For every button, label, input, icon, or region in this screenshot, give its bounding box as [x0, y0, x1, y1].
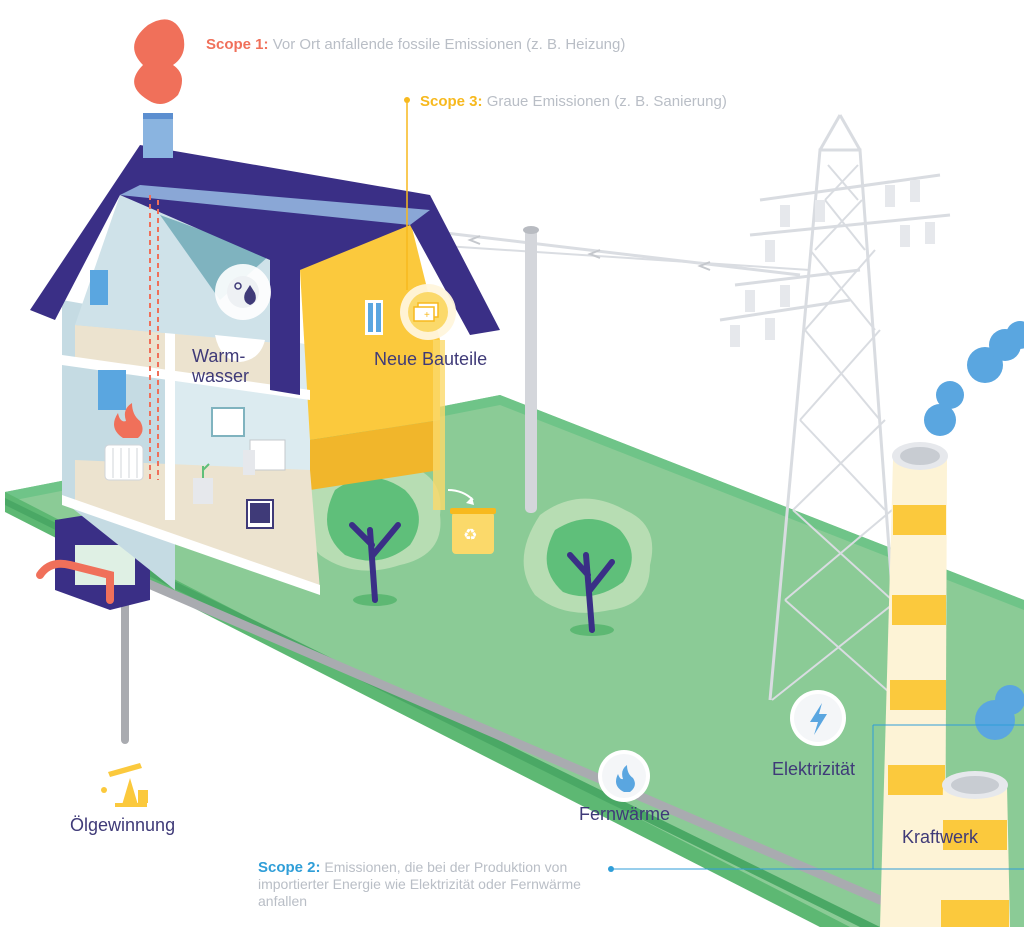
- scope2-text: Emissionen, die bei der Produktion von i…: [258, 859, 581, 909]
- power-pole: [523, 226, 539, 513]
- power-lines: [419, 228, 811, 277]
- label-warmwasser: Warm- wasser: [192, 346, 249, 386]
- scope3-connector: [404, 97, 410, 290]
- svg-text:♻: ♻: [463, 525, 477, 544]
- scope1-key: Scope 1:: [206, 36, 269, 53]
- tree-icon: [523, 498, 653, 636]
- label-elektrizitaet: Elektrizität: [772, 759, 856, 779]
- house: +: [30, 113, 500, 595]
- flame-icon: [598, 750, 650, 802]
- new-parts-icon: +: [400, 284, 456, 340]
- radiator-icon: [104, 444, 144, 481]
- label-neue-bauteile: Neue Bauteile: [374, 349, 488, 369]
- power-pylon-icon: [719, 114, 951, 701]
- district-heating-pipe: [121, 570, 885, 905]
- flame-icon: [114, 403, 143, 438]
- label-fernwaerme: Fernwärme: [579, 804, 671, 824]
- label-warmwasser-line1: Warm-: [192, 346, 246, 366]
- scope3-text: Graue Emissionen (z. B. Sanierung): [486, 93, 727, 110]
- scope3-key: Scope 3:: [420, 93, 483, 110]
- smoke-icon: [924, 321, 1024, 740]
- water-drop-icon: [215, 264, 271, 320]
- svg-text:+: +: [424, 310, 430, 321]
- label-warmwasser-line2: wasser: [192, 366, 250, 386]
- scope1-text: Vor Ort anfallende fossile Emissionen (z…: [272, 36, 626, 53]
- label-kraftwerk: Kraftwerk: [902, 827, 979, 847]
- scope2-connector: [608, 724, 1024, 872]
- scope2-key: Scope 2:: [258, 859, 321, 876]
- scope1-caption: Scope 1: Vor Ort anfallende fossile Emis…: [206, 36, 625, 53]
- chimney-icon: [940, 771, 1010, 927]
- smoke-icon: [134, 19, 185, 104]
- oil-pump-icon: [101, 763, 148, 807]
- lightning-icon: [790, 690, 846, 746]
- recycle-bin-icon: ♻: [447, 489, 496, 554]
- chimney-icon: [880, 442, 948, 927]
- label-oelgewinnung: Ölgewinnung: [70, 815, 176, 835]
- scope3-caption: Scope 3: Graue Emissionen (z. B. Sanieru…: [420, 93, 727, 110]
- scope2-caption: Scope 2: Emissionen, die bei der Produkt…: [258, 859, 618, 910]
